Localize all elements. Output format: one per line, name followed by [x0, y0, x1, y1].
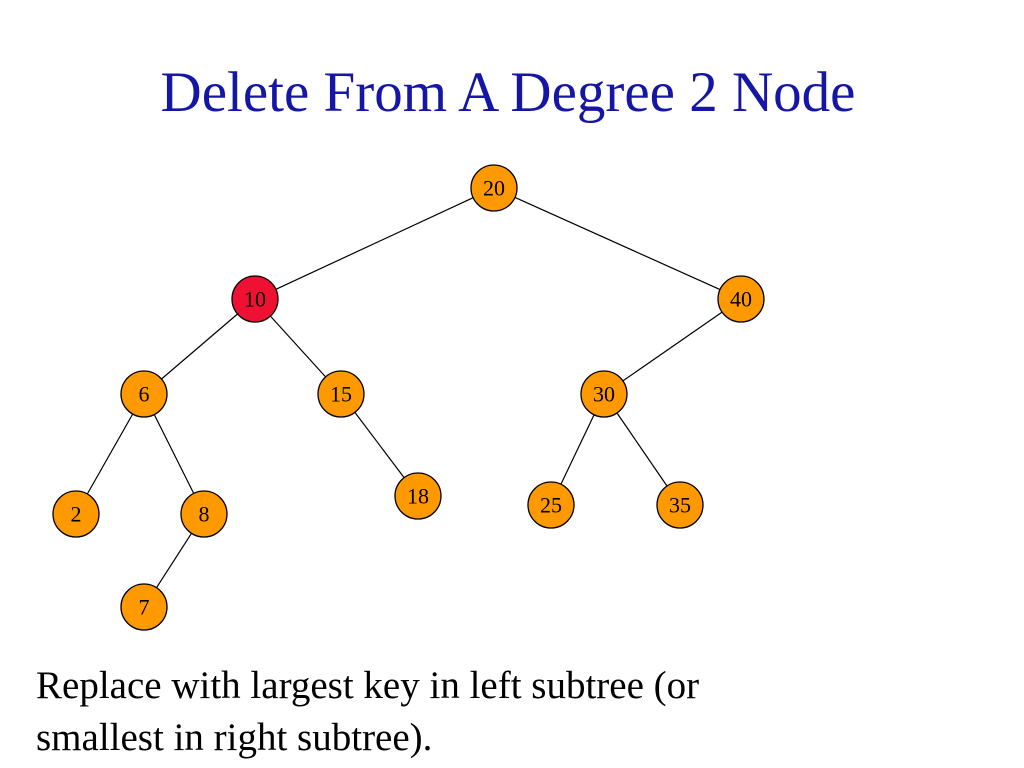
node-circle [120, 370, 168, 418]
node-key-label: 18 [407, 484, 429, 509]
tree-node-10: 10 [231, 275, 279, 323]
edge-20-40 [514, 196, 721, 291]
tree-node-7: 7 [120, 583, 168, 631]
node-circle [656, 481, 704, 529]
edge-15-18 [354, 412, 405, 478]
caption-text: Replace with largest key in left subtree… [36, 660, 936, 764]
node-key-label: 10 [244, 287, 266, 312]
tree-node-6: 6 [120, 370, 168, 418]
tree-node-15: 15 [317, 370, 365, 418]
node-key-label: 25 [540, 493, 562, 518]
node-key-label: 2 [71, 502, 82, 527]
tree-node-25: 25 [527, 481, 575, 529]
slide-title: Delete From A Degree 2 Node [160, 61, 856, 124]
tree-node-35: 35 [656, 481, 704, 529]
caption-line-2: smallest in right subtree). [36, 716, 433, 759]
node-circle [527, 481, 575, 529]
node-circle [580, 370, 628, 418]
node-key-label: 7 [139, 595, 150, 620]
tree-node-40: 40 [717, 275, 765, 323]
node-circle [180, 490, 228, 538]
caption-line-1: Replace with largest key in left subtree… [36, 664, 700, 707]
edge-30-35 [616, 412, 668, 487]
node-key-label: 35 [669, 493, 691, 518]
tree-node-30: 30 [580, 370, 628, 418]
node-key-label: 30 [593, 382, 615, 407]
node-circle [317, 370, 365, 418]
node-circle [717, 275, 765, 323]
node-key-label: 20 [483, 176, 505, 201]
edge-8-7 [155, 532, 193, 589]
node-circle [52, 490, 100, 538]
edge-40-30 [622, 311, 723, 382]
edge-20-10 [275, 197, 474, 290]
node-circle [470, 164, 518, 212]
edge-10-15 [269, 315, 327, 378]
edge-6-2 [86, 413, 134, 495]
node-key-label: 8 [199, 502, 210, 527]
highlighted-node-circle [231, 275, 279, 323]
node-key-label: 15 [330, 382, 352, 407]
edge-10-6 [161, 313, 238, 380]
edge-6-8 [153, 414, 195, 494]
tree-edges [86, 196, 723, 589]
tree-nodes: 20 10 40 6 15 30 2 8 18 25 35 7 [52, 164, 765, 631]
tree-node-20: 20 [470, 164, 518, 212]
node-key-label: 40 [730, 287, 752, 312]
node-circle [394, 472, 442, 520]
tree-node-18: 18 [394, 472, 442, 520]
node-circle [120, 583, 168, 631]
node-key-label: 6 [139, 382, 150, 407]
tree-node-8: 8 [180, 490, 228, 538]
edge-30-25 [560, 414, 595, 485]
tree-node-2: 2 [52, 490, 100, 538]
